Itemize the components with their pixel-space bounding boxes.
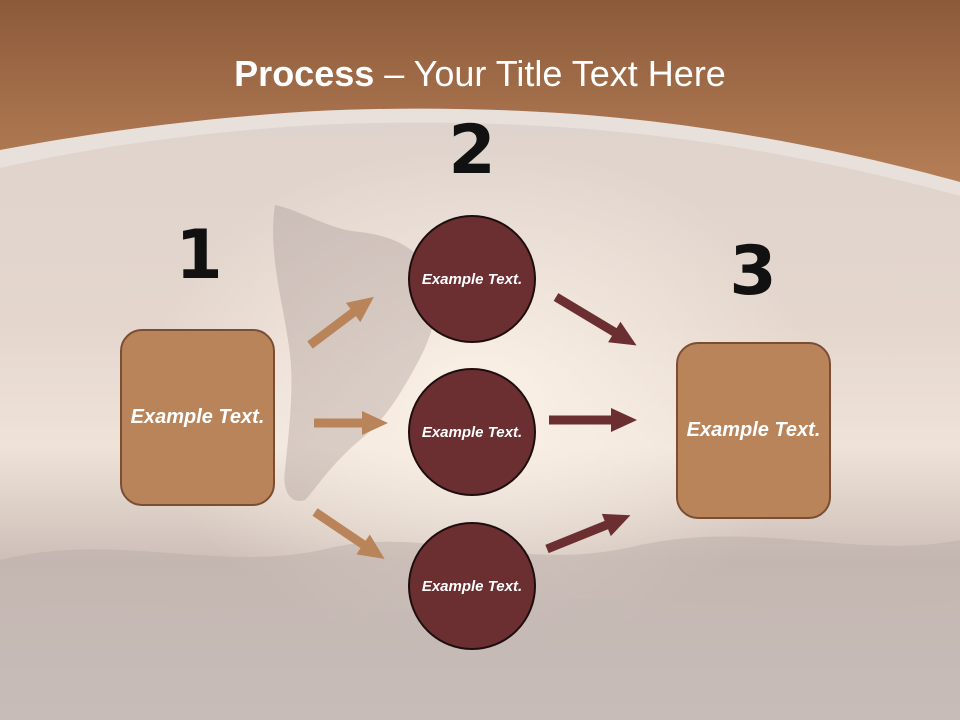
process-box-right: Example Text. [676,342,831,519]
process-circle-bottom: Example Text. [408,522,536,650]
title-rest: – Your Title Text Here [374,53,726,94]
arrow-left-down [312,508,385,559]
process-circle-top-text: Example Text. [421,270,523,288]
step-number-2: 2 [448,111,496,190]
arrow-right-up [545,513,631,554]
process-circle-middle: Example Text. [408,368,536,496]
step-number-3: 3 [729,232,777,311]
process-box-right-text: Example Text. [686,419,821,441]
process-box-left-text: Example Text. [130,406,265,428]
arrow-right-down [553,293,637,346]
process-circle-middle-text: Example Text. [421,423,523,441]
process-box-left: Example Text. [120,329,275,506]
arrow-left-up [307,296,374,349]
arrow-right-middle [549,408,637,432]
title-bold: Process [234,53,375,94]
step-number-1: 1 [175,216,223,295]
process-circle-top: Example Text. [408,215,536,343]
process-circle-bottom-text: Example Text. [421,577,523,595]
slide-title: Process – Your Title Text Here [0,52,960,96]
arrow-left-middle [314,411,388,435]
